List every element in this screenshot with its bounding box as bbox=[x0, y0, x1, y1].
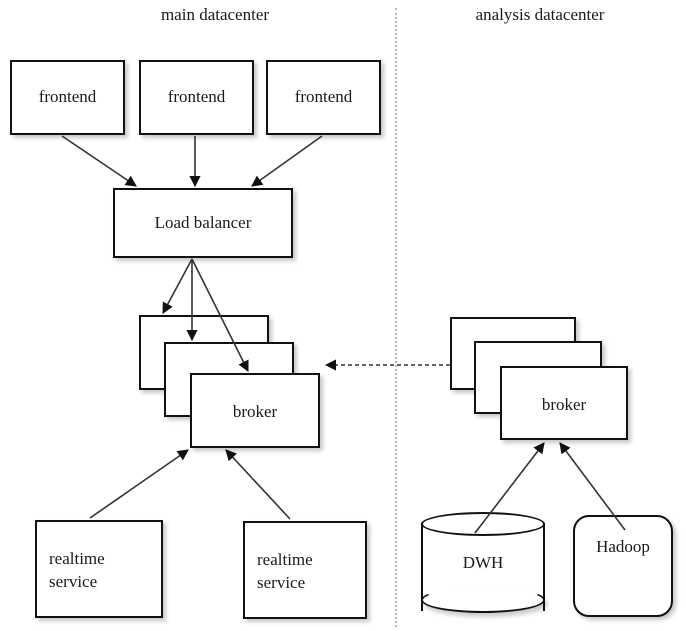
datacenter-divider bbox=[395, 8, 397, 627]
node-load-balancer-label: Load balancer bbox=[154, 213, 252, 232]
node-frontend-2-label: frontend bbox=[167, 87, 226, 106]
node-broker-main-front[interactable]: broker bbox=[190, 373, 320, 448]
cylinder-bottom-ellipse bbox=[421, 587, 545, 613]
node-broker-analysis-front[interactable]: broker bbox=[500, 366, 628, 440]
node-frontend-2[interactable]: frontend bbox=[139, 60, 254, 135]
section-title-analysis-datacenter: analysis datacenter bbox=[475, 5, 605, 24]
node-broker-analysis-label: broker bbox=[541, 395, 587, 414]
edge-realtime-service-1-to-broker bbox=[89, 449, 189, 519]
edge-realtime-service-2-to-broker bbox=[225, 449, 291, 520]
node-frontend-3-label: frontend bbox=[294, 87, 353, 106]
node-load-balancer[interactable]: Load balancer bbox=[113, 188, 293, 258]
node-frontend-3[interactable]: frontend bbox=[266, 60, 381, 135]
edge-frontend-3-to-load-balancer bbox=[251, 135, 323, 187]
node-dwh-label: DWH bbox=[462, 553, 504, 572]
node-realtime-service-1-label: realtime service bbox=[49, 549, 105, 591]
node-broker-main-label: broker bbox=[232, 402, 278, 421]
node-realtime-service-2-label: realtime service bbox=[257, 550, 313, 592]
node-frontend-1[interactable]: frontend bbox=[10, 60, 125, 135]
node-frontend-1-label: frontend bbox=[38, 87, 97, 106]
edge-load-balancer-to-broker-back bbox=[162, 258, 193, 314]
cylinder-top-ellipse bbox=[421, 512, 545, 536]
node-dwh-database[interactable]: DWH bbox=[421, 511, 545, 623]
node-hadoop-label: Hadoop bbox=[596, 537, 650, 556]
node-hadoop[interactable]: Hadoop bbox=[573, 515, 673, 617]
node-realtime-service-1[interactable]: realtime service bbox=[35, 520, 163, 618]
node-realtime-service-2[interactable]: realtime service bbox=[243, 521, 367, 619]
section-title-main-datacenter: main datacenter bbox=[160, 5, 270, 24]
edge-frontend-1-to-load-balancer bbox=[61, 135, 137, 187]
